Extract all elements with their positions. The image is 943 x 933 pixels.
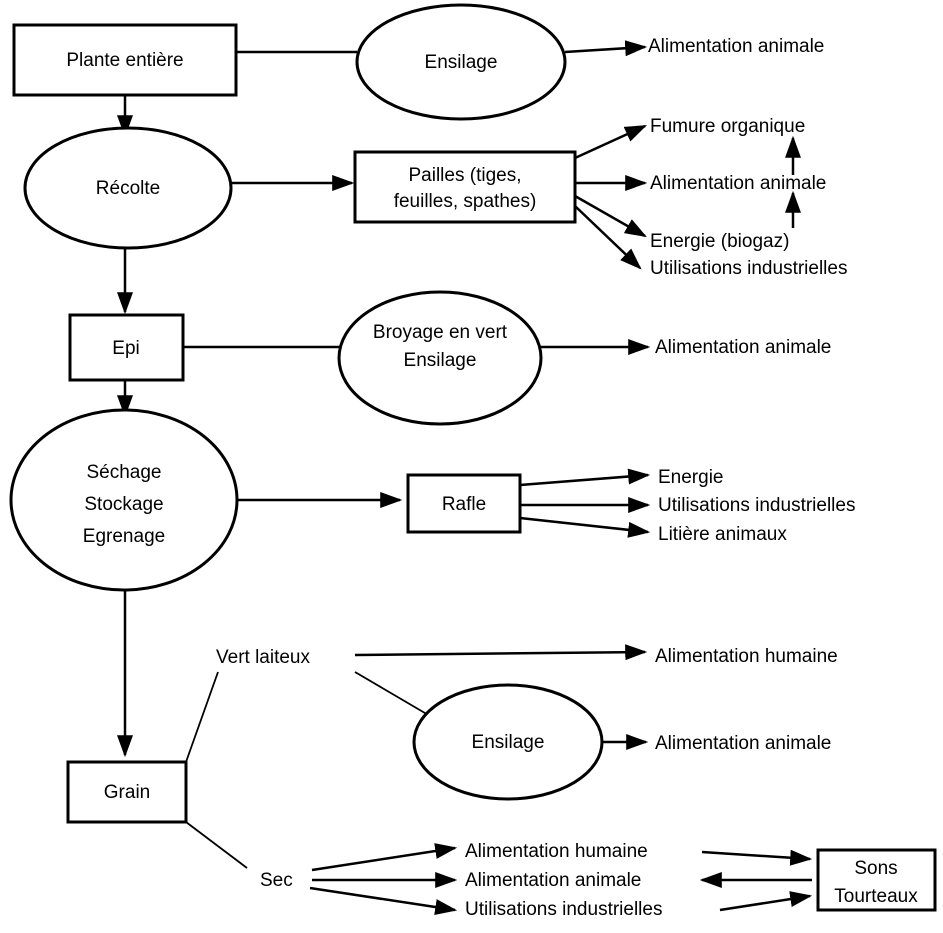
output-label: Utilisations industrielles — [465, 899, 662, 920]
node-broyage: Broyage en vert Ensilage — [337, 290, 543, 426]
output-label: Alimentation animale — [465, 870, 641, 891]
output-label: Alimentation humaine — [655, 646, 838, 667]
node-rafle: Rafle — [406, 473, 522, 534]
output-label: Energie (biogaz) — [650, 231, 789, 252]
output-label: Alimentation animale — [655, 733, 831, 754]
node-pailles: Pailles (tiges, feuilles, spathes) — [353, 150, 577, 224]
output-label: Utilisations industrielles — [658, 495, 855, 516]
arrow — [519, 468, 651, 487]
connector-line — [185, 671, 219, 763]
output-label: Alimentation humaine — [465, 841, 648, 862]
arrow — [311, 843, 458, 872]
arrow — [564, 40, 648, 57]
node-label: Epi — [112, 338, 139, 359]
arrow — [309, 886, 458, 915]
node-label: Broyage en vert — [373, 322, 508, 343]
node-label: Récolte — [96, 178, 160, 199]
arrow — [701, 849, 813, 866]
node-label: Grain — [104, 782, 150, 803]
arrow — [719, 891, 813, 912]
arrow — [574, 194, 647, 238]
node-label: Rafle — [442, 494, 486, 515]
output-label: Alimentation animale — [650, 173, 826, 194]
node-label: Sons — [854, 858, 897, 879]
connector-line — [185, 821, 248, 869]
node-sec: Sec — [260, 870, 293, 891]
node-ensilage-top: Ensilage — [355, 3, 567, 121]
node-label: feuilles, spathes) — [394, 191, 537, 212]
node-grain: Grain — [66, 760, 188, 824]
output-label: Alimentation animale — [655, 337, 831, 358]
output-label: Alimentation animale — [648, 36, 824, 57]
arrow — [574, 205, 642, 270]
node-ensilage-bottom: Ensilage — [412, 683, 604, 801]
output-label: Litière animaux — [658, 524, 787, 545]
connector-line — [354, 671, 431, 717]
node-vert-laiteux: Vert laiteux — [216, 647, 310, 668]
node-label: Tourteaux — [834, 886, 918, 907]
node-label: Ensilage — [472, 732, 545, 753]
arrow — [519, 516, 651, 538]
output-label: Utilisations industrielles — [650, 258, 847, 279]
node-label: Egrenage — [83, 526, 165, 547]
node-label: Stockage — [84, 494, 163, 515]
node-epi: Epi — [68, 313, 185, 382]
arrow — [574, 124, 648, 160]
node-label: Ensilage — [404, 350, 477, 371]
arrow — [354, 644, 648, 661]
node-sechage: Séchage Stockage Egrenage — [9, 408, 239, 592]
outputs: Alimentation animale Fumure organique Al… — [465, 36, 855, 920]
node-sons-tourteaux: Sons Tourteaux — [816, 848, 937, 912]
output-label: Energie — [658, 467, 724, 488]
output-label: Fumure organique — [650, 116, 805, 137]
node-label: Pailles (tiges, — [409, 165, 522, 186]
node-recolte: Récolte — [23, 126, 233, 250]
node-label: Plante entière — [66, 50, 183, 71]
node-label: Séchage — [86, 462, 161, 483]
node-label: Ensilage — [425, 52, 498, 73]
node-plante-entiere: Plante entière — [12, 23, 238, 97]
